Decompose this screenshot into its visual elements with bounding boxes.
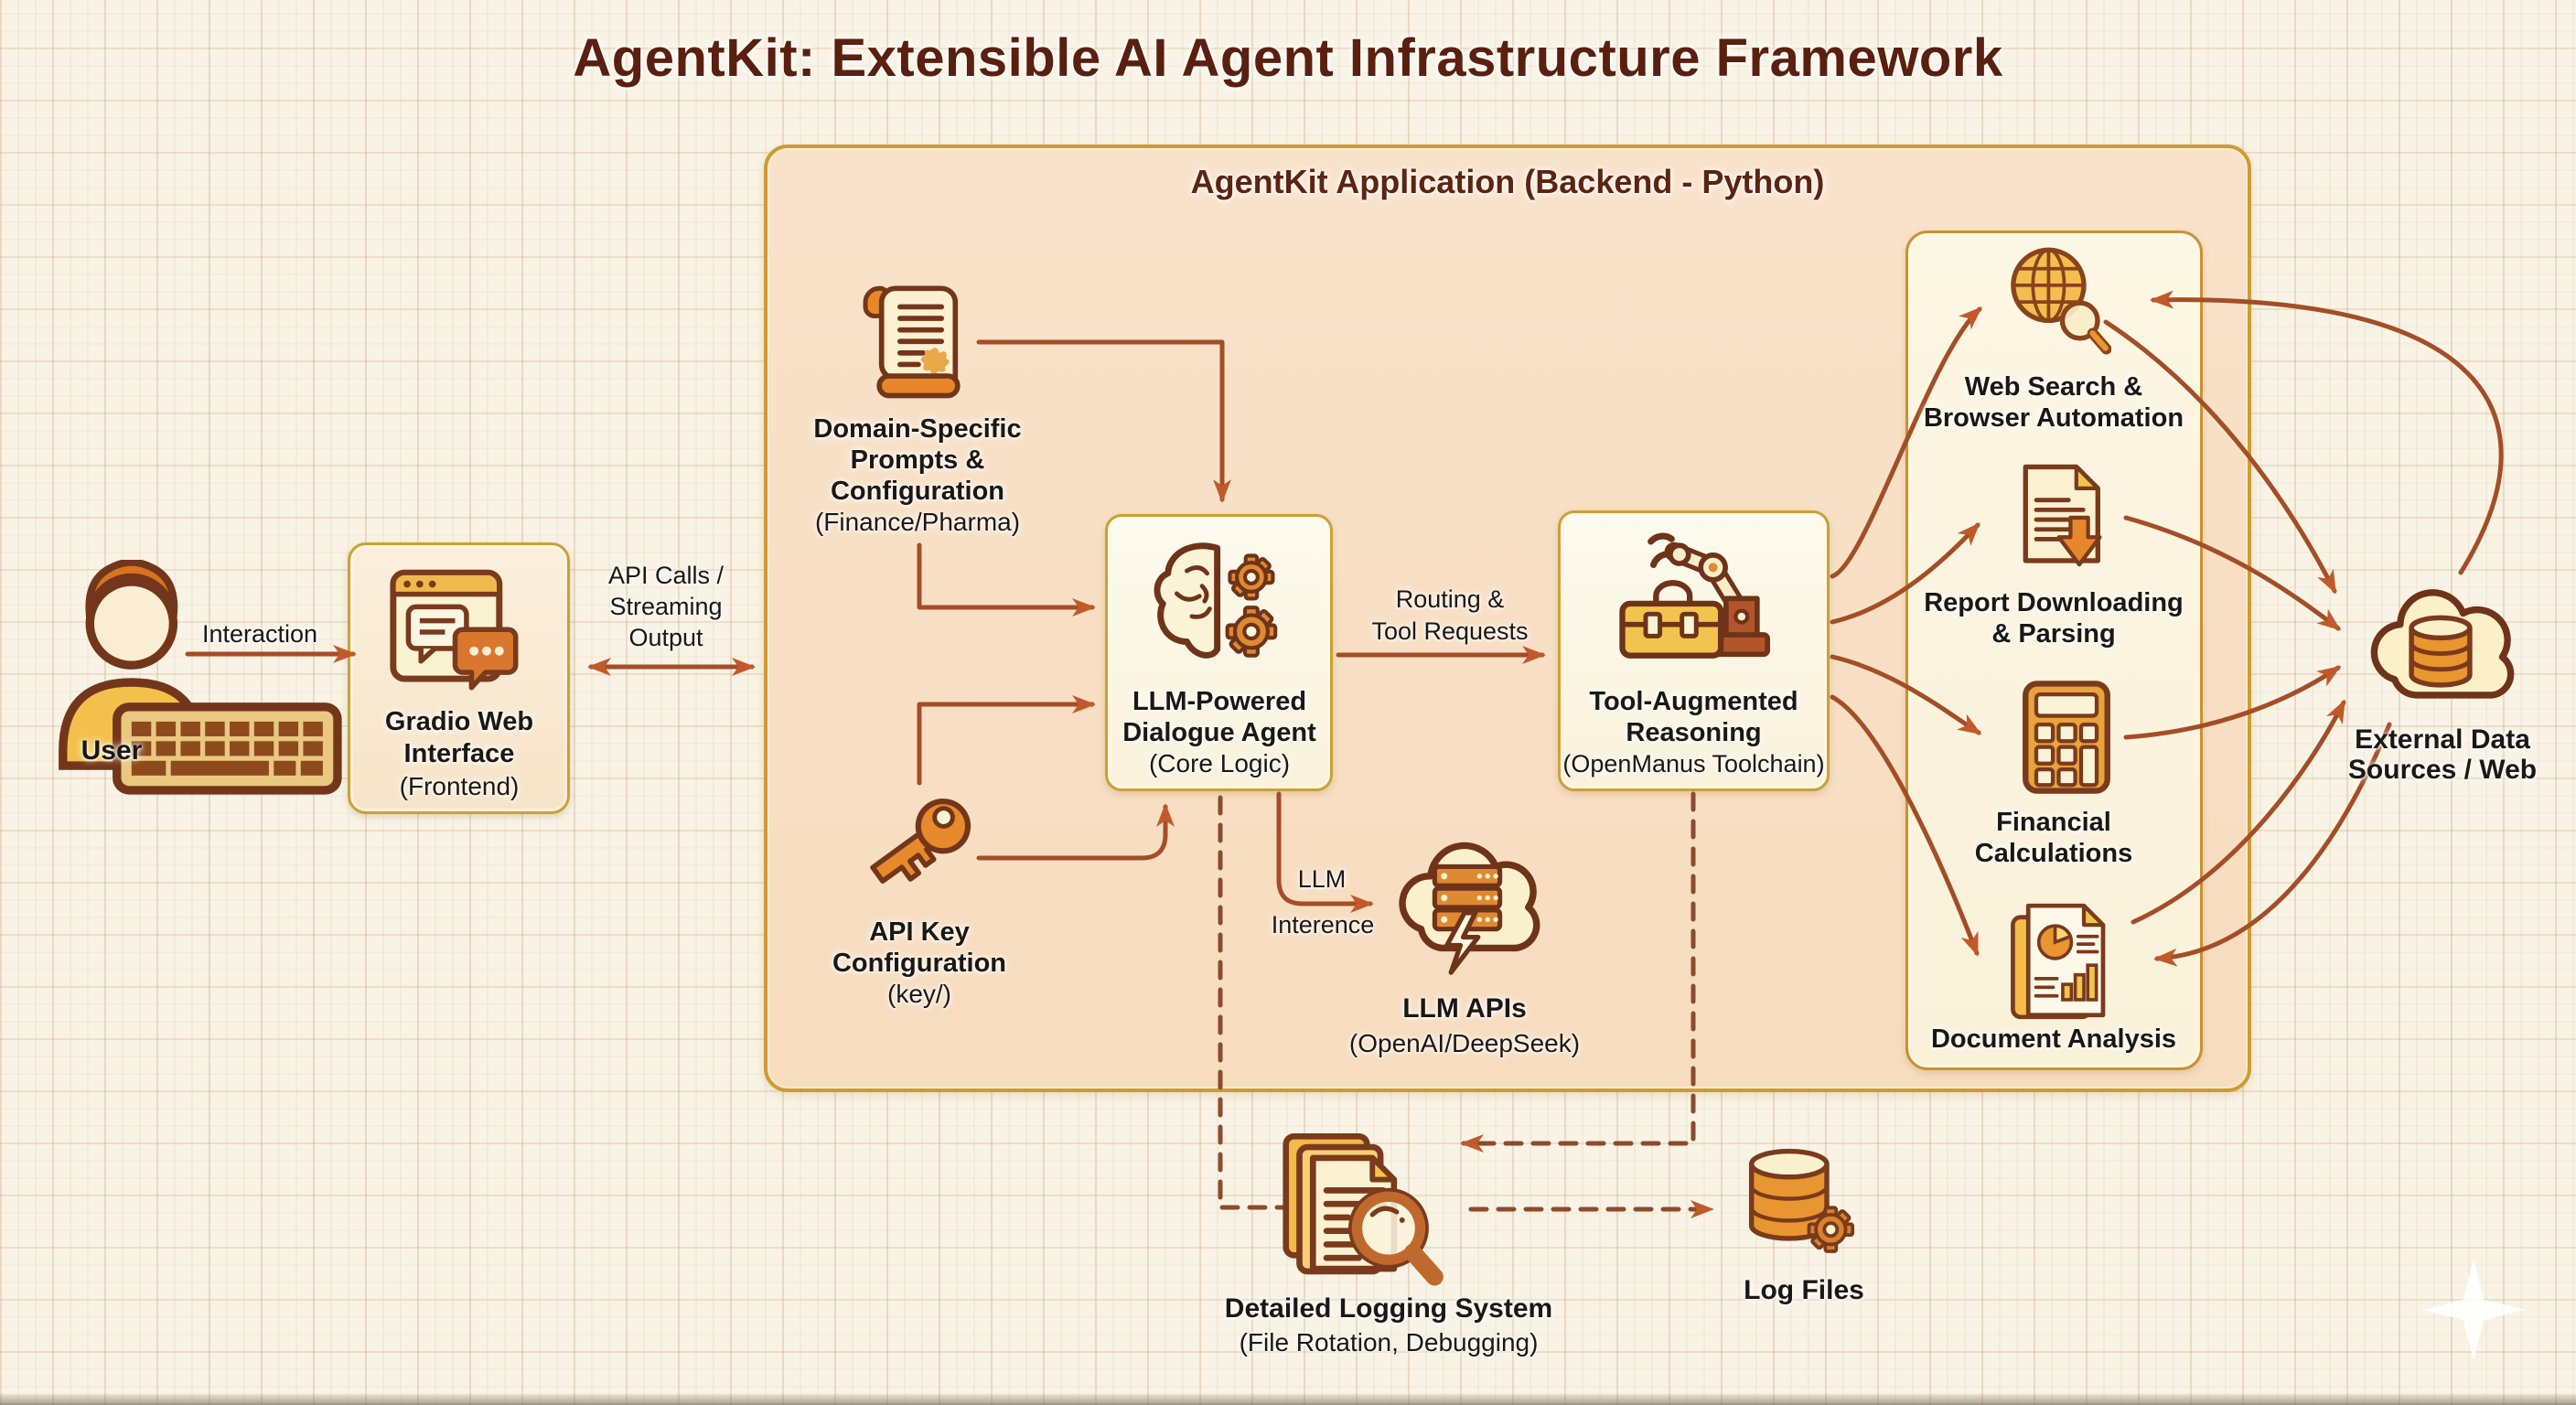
edge-dialogue-llmapis: [1276, 791, 1374, 913]
report-label-line2: & Parsing: [1991, 619, 2116, 649]
robot-arm-toolbox-icon: [1615, 531, 1770, 677]
external-label: External Data Sources / Web: [2305, 724, 2576, 785]
apikey-label-sub: (key/): [887, 980, 951, 1008]
domain-label-line2: Prompts &: [850, 445, 985, 475]
brain-gears-icon: [1149, 536, 1288, 671]
edge-tool-financial: [1830, 654, 1982, 735]
edge-key-dialogue-bottom: [976, 803, 1175, 861]
edge-external-docanalysis-return: [2153, 722, 2392, 967]
tool-label-sub: (OpenManus Toolchain): [1562, 750, 1825, 778]
domain-label-sub: (Finance/Pharma): [814, 508, 1021, 536]
edge-label-routing: Routing & Tool Requests: [1358, 584, 1541, 648]
edge-report-external: [2123, 515, 2342, 631]
globe-magnifier-icon: [2002, 241, 2111, 359]
scroll-icon: [861, 278, 976, 402]
docanalysis-label: Document Analysis: [1930, 1024, 2177, 1054]
document-charts-icon: [2007, 902, 2120, 1021]
documents-magnifier-icon: [1270, 1131, 1445, 1293]
bottom-edge: [0, 1394, 2576, 1405]
edge-tool-websearch: [1830, 306, 1982, 579]
user-label: User: [80, 735, 143, 766]
routing-line1: Routing &: [1395, 585, 1505, 613]
edge-tool-logging-dashed: [1460, 791, 1696, 1153]
key-icon: [856, 783, 982, 904]
logging-label-sub: (File Rotation, Debugging): [1239, 1328, 1539, 1357]
external-label-line1: External Data: [2355, 724, 2530, 755]
edge-external-websearch-return: [2150, 290, 2504, 575]
report-label: Report Downloading & Parsing: [1910, 587, 2197, 649]
financial-label-line1: Financial: [1996, 808, 2111, 837]
domain-label-line3: Configuration: [830, 477, 1005, 506]
report-label-line1: Report Downloading: [1924, 588, 2184, 617]
dialogue-label-sub: (Core Logic): [1148, 749, 1291, 778]
edge-key-dialogue-left: [917, 695, 1096, 786]
llmapis-label-line1: LLM APIs: [1402, 993, 1527, 1024]
llmapis-label: LLM APIs (OpenAI/DeepSeek): [1327, 992, 1602, 1061]
external-label-line2: Sources / Web: [2347, 755, 2538, 785]
domain-label: Domain-Specific Prompts & Configuration …: [780, 413, 1055, 538]
dialogue-agent-node: [1105, 514, 1333, 791]
gradio-label: Gradio Web Interface (Frontend): [357, 706, 562, 802]
tool-label: Tool-Augmented Reasoning (OpenManus Tool…: [1553, 686, 1834, 779]
edge-websearch-external: [2103, 319, 2337, 595]
gradio-label-line1: Gradio Web: [384, 707, 534, 736]
financial-label: Financial Calculations: [1916, 807, 2191, 869]
browser-chat-icon: [388, 569, 532, 695]
database-gear-icon: [1744, 1142, 1862, 1266]
dialogue-label: LLM-Powered Dialogue Agent (Core Logic): [1110, 686, 1329, 779]
gradio-label-sub: (Frontend): [399, 772, 520, 800]
dialogue-label-line2: Dialogue Agent: [1122, 718, 1316, 747]
edge-tool-report: [1830, 522, 1980, 625]
llmapis-label-sub: (OpenAI/DeepSeek): [1348, 1029, 1581, 1057]
tool-label-line2: Reasoning: [1626, 718, 1762, 747]
document-download-icon: [2010, 461, 2120, 576]
routing-line2: Tool Requests: [1371, 617, 1529, 645]
edge-tool-docanalysis: [1830, 694, 1980, 957]
api-calls-line2: Streaming: [609, 593, 723, 620]
logging-label: Detailed Logging System (File Rotation, …: [1224, 1292, 1553, 1359]
apikey-label: API Key Configuration (key/): [782, 917, 1057, 1010]
edge-dialogue-logging-dashed: [1218, 795, 1308, 1217]
financial-label-line2: Calculations: [1974, 839, 2133, 868]
api-calls-line3: Output: [628, 624, 703, 651]
edge-label-api-calls: API Calls / Streaming Output: [573, 560, 759, 653]
domain-label-line1: Domain-Specific: [813, 414, 1022, 444]
api-calls-line1: API Calls /: [607, 562, 724, 589]
user-keyboard-icon: [38, 560, 345, 805]
backend-label: AgentKit Application (Backend - Python): [1190, 163, 1825, 200]
websearch-label-line1: Web Search &: [1964, 372, 2143, 402]
cloud-servers-icon: [1383, 823, 1546, 983]
edge-financial-external: [2123, 665, 2342, 740]
edge-label-inference: Interence: [1271, 911, 1375, 938]
cloud-database-icon: [2356, 576, 2525, 715]
websearch-label-line2: Browser Automation: [1923, 403, 2184, 433]
logfiles-label: Log Files: [1744, 1275, 1864, 1305]
apikey-label-line1: API Key: [869, 917, 970, 947]
apikey-label-line2: Configuration: [832, 949, 1007, 978]
websearch-label: Web Search & Browser Automation: [1916, 371, 2191, 434]
dialogue-label-line1: LLM-Powered: [1132, 687, 1307, 716]
edge-domainicon-dialogue-top: [976, 339, 1231, 503]
page-title: AgentKit: Extensible AI Agent Infrastruc…: [573, 28, 2003, 88]
edge-docanalysis-external: [2131, 699, 2346, 925]
calculator-icon: [2022, 677, 2111, 798]
edge-label-llm: LLM: [1297, 865, 1347, 893]
edge-label-interaction: Interaction: [201, 620, 318, 648]
edge-domaintext-dialogue-left: [917, 542, 1096, 617]
logging-label-line1: Detailed Logging System: [1224, 1293, 1553, 1324]
gradio-label-line2: Interface: [403, 739, 515, 768]
tool-label-line1: Tool-Augmented: [1589, 687, 1798, 716]
